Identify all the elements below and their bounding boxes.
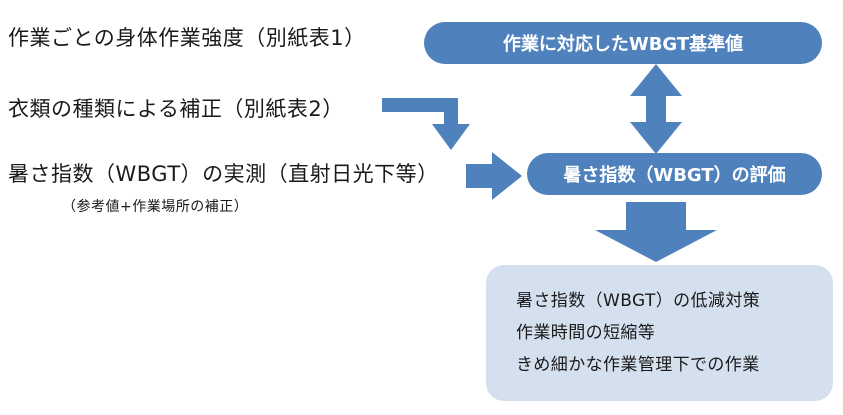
work-intensity-label: 作業ごとの身体作業強度（別紙表1）: [8, 26, 366, 50]
countermeasure-item: 作業時間の短縮等: [516, 323, 656, 343]
right-arrow-icon: [466, 152, 522, 200]
countermeasures-box: 暑さ指数（WBGT）の低減対策 作業時間の短縮等 きめ細かな作業管理下での作業: [486, 265, 833, 401]
double-arrow-icon: [630, 64, 682, 154]
wbgt-reference-box: 作業に対応したWBGT基準値: [424, 22, 822, 64]
wbgt-evaluation-box: 暑さ指数（WBGT）の評価: [527, 153, 822, 195]
clothing-correction-label: 衣類の種類による補正（別紙表2）: [8, 97, 344, 121]
countermeasure-item: きめ細かな作業管理下での作業: [516, 355, 760, 375]
countermeasure-item: 暑さ指数（WBGT）の低減対策: [516, 291, 761, 311]
down-arrow-icon: [595, 202, 717, 262]
wbgt-evaluation-label: 暑さ指数（WBGT）の評価: [563, 165, 786, 186]
bent-arrow-icon: [382, 98, 470, 150]
wbgt-reference-label: 作業に対応したWBGT基準値: [502, 34, 744, 55]
wbgt-measurement-label: 暑さ指数（WBGT）の実測（直射日光下等）: [8, 162, 439, 186]
measurement-note-label: （参考値+作業場所の補正）: [62, 199, 249, 215]
